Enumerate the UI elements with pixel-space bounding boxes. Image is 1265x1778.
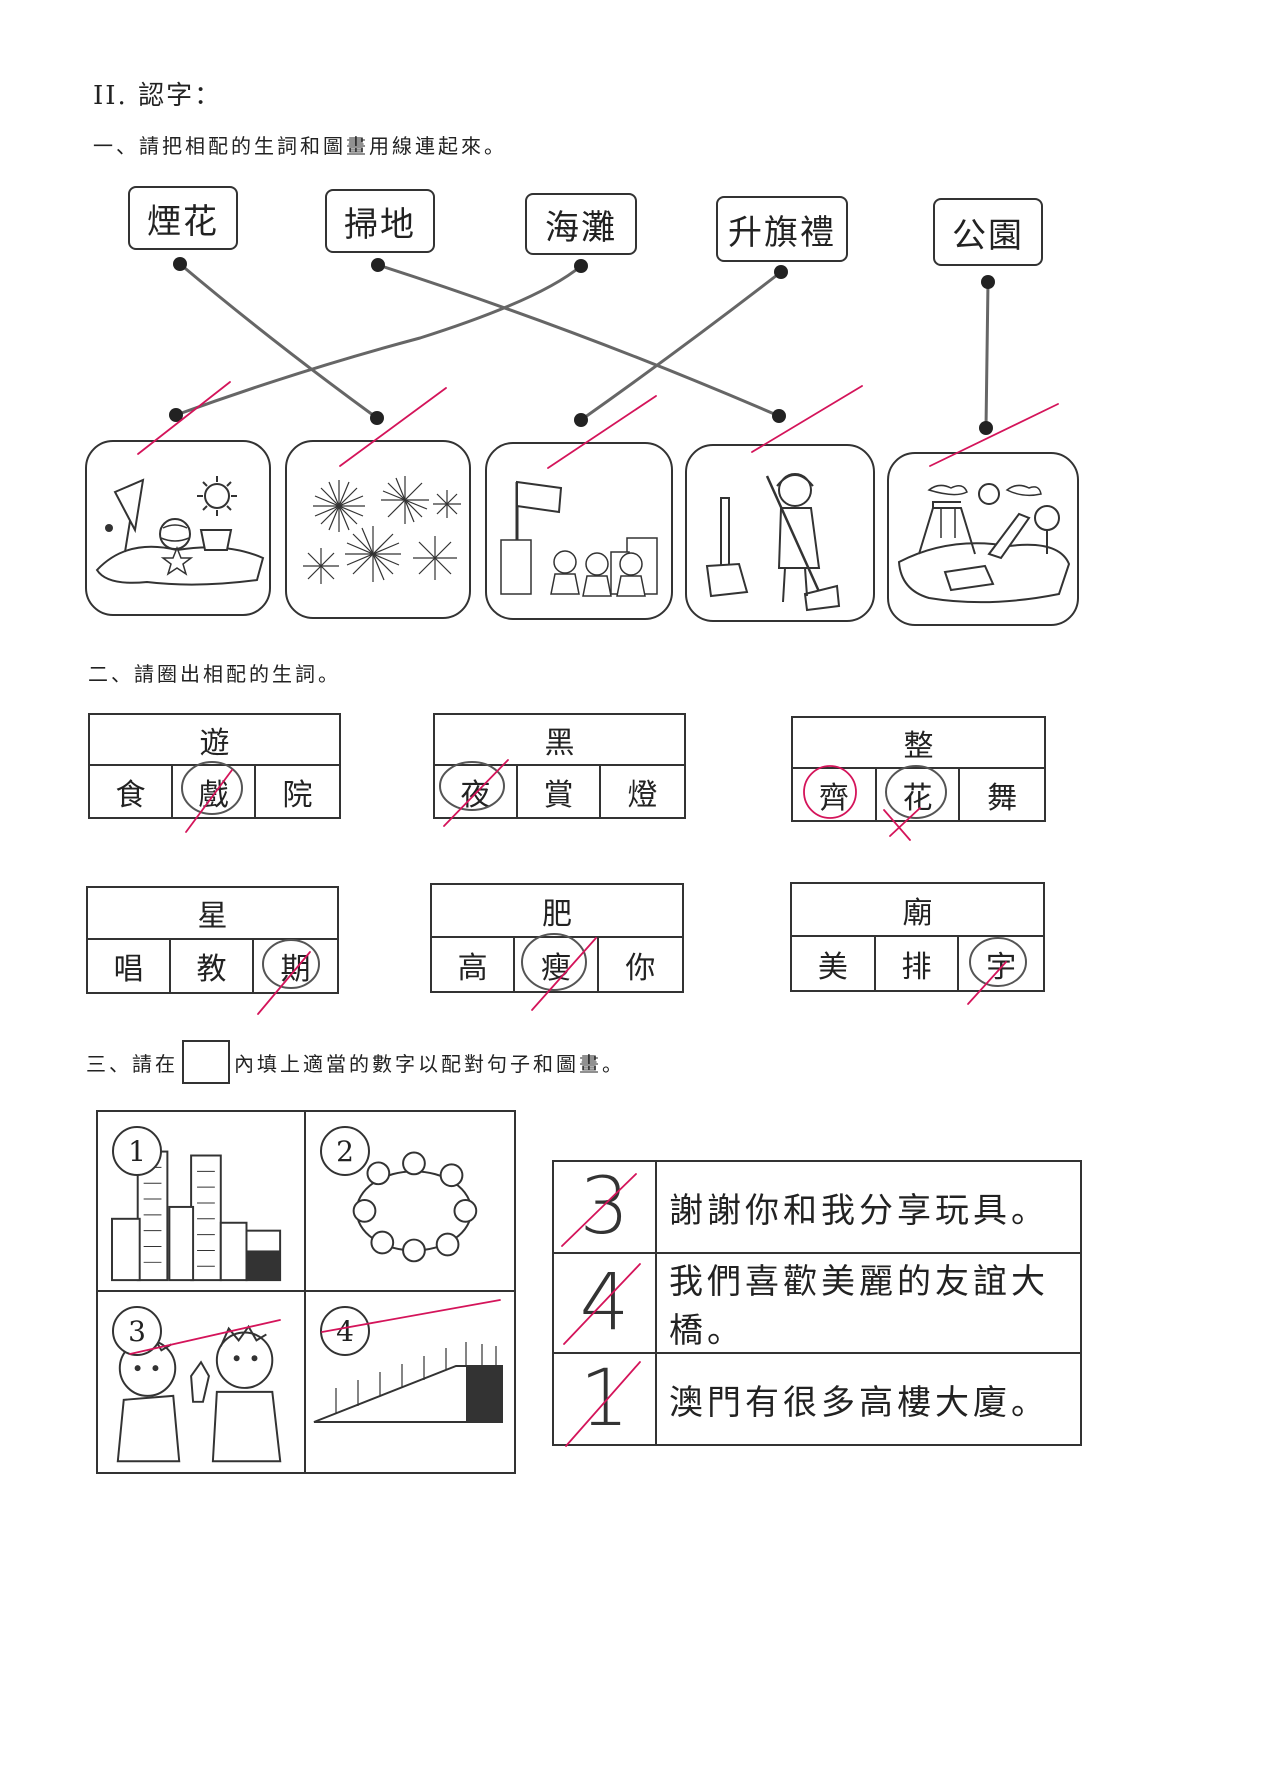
picture-park (887, 452, 1079, 626)
group-option[interactable]: 排 (876, 937, 960, 990)
fireworks-illustration (303, 476, 461, 584)
word-box-park: 公園 (933, 198, 1043, 266)
flag-raising-illustration (500, 480, 658, 597)
sentence-1: 謝謝你和我分享玩具。 (657, 1162, 1080, 1254)
group-head: 遊 (90, 715, 339, 766)
line-fireworks (178, 262, 379, 420)
sentence-3: 澳門有很多高樓大廈。 (669, 1382, 1049, 1423)
match-group-6: 廟 美 排 宇 (790, 882, 1045, 992)
group-option[interactable]: 院 (282, 777, 313, 813)
bridge-illustration (313, 1342, 503, 1423)
line-flag-raising (579, 270, 783, 422)
group-head: 肥 (432, 885, 682, 938)
picture-number: 3 (112, 1306, 162, 1356)
group-option[interactable]: 唱 (88, 940, 171, 992)
picture-cell-1: 1 (98, 1112, 306, 1292)
beach-illustration (95, 476, 265, 586)
group-option[interactable]: 舞 (987, 780, 1018, 816)
sweeping-illustration (705, 473, 841, 612)
group-option[interactable]: 美 (792, 937, 876, 990)
group-option[interactable]: 宇 (986, 949, 1017, 985)
part1-instruction: 一、請把相配的生詞和圖畫用線連起來。 (93, 134, 507, 158)
line-park (984, 280, 990, 430)
answer-box-sample (182, 1040, 230, 1084)
group-option[interactable]: 花 (877, 769, 961, 820)
picture-number: 2 (320, 1126, 370, 1176)
group-option[interactable]: 齊 (793, 769, 877, 820)
line-beach (174, 264, 583, 417)
picture-number: 4 (320, 1306, 370, 1356)
group-option[interactable]: 高 (432, 938, 516, 991)
picture-grid: 1 2 3 (96, 1110, 516, 1474)
group-option[interactable]: 食 (90, 766, 173, 817)
group-option[interactable]: 瘦 (515, 938, 599, 991)
part3-instruction-end: 內填上適當的數字以配對句子和圖畫。 (234, 1051, 625, 1076)
section-title: II. 認字： (93, 81, 223, 111)
group-option[interactable]: 教 (171, 940, 254, 992)
part3-instruction: 三、請在 內填上適當的數字以配對句子和圖畫。 (86, 1040, 625, 1084)
group-option[interactable]: 賞 (518, 766, 601, 817)
group-head: 整 (793, 718, 1044, 769)
sentence-table: 3 謝謝你和我分享玩具。 4 我們喜歡美麗的友誼大橋。 1 澳門有很多高樓大廈。 (552, 1160, 1082, 1446)
part3-instruction-start: 三、請在 (86, 1051, 178, 1076)
connection-dots (169, 257, 995, 435)
word-box-beach: 海灘 (525, 193, 637, 255)
group-head: 星 (88, 888, 337, 940)
word-box-fireworks: 煙花 (128, 186, 238, 250)
match-group-1: 遊 食 戲 院 (88, 713, 341, 819)
group-option[interactable]: 你 (625, 950, 656, 986)
match-group-2: 黑 夜 賞 燈 (433, 713, 686, 819)
connecting-lines (174, 262, 990, 430)
match-group-3: 整 齊 花 舞 (791, 716, 1046, 822)
answer-box-3[interactable]: 1 (554, 1354, 657, 1444)
group-option[interactable]: 期 (280, 952, 311, 987)
park-illustration (897, 483, 1071, 604)
match-group-5: 肥 高 瘦 你 (430, 883, 684, 993)
group-option[interactable]: 燈 (627, 777, 658, 813)
part2-instruction: 二、請圈出相配的生詞。 (88, 662, 341, 686)
word-box-sweep: 掃地 (325, 189, 435, 253)
children-circle-illustration (352, 1151, 478, 1263)
match-group-4: 星 唱 教 期 (86, 886, 339, 994)
picture-number: 1 (112, 1126, 162, 1176)
group-option[interactable]: 戲 (173, 766, 256, 817)
group-option[interactable]: 夜 (435, 766, 518, 817)
picture-sweeping (685, 444, 875, 622)
picture-cell-4: 4 (306, 1292, 514, 1472)
sentence-2: 我們喜歡美麗的友誼大橋。 (657, 1254, 1080, 1354)
picture-cell-3: 3 (98, 1292, 306, 1472)
picture-cell-2: 2 (306, 1112, 514, 1292)
word-box-flag-raising: 升旗禮 (716, 196, 848, 262)
answer-box-1[interactable]: 3 (554, 1162, 657, 1254)
picture-beach (85, 440, 271, 616)
group-head: 廟 (792, 884, 1043, 937)
picture-flag-raising (485, 442, 673, 620)
line-sweep (376, 263, 781, 418)
picture-fireworks (285, 440, 471, 619)
group-head: 黑 (435, 715, 684, 766)
answer-box-2[interactable]: 4 (554, 1254, 657, 1354)
